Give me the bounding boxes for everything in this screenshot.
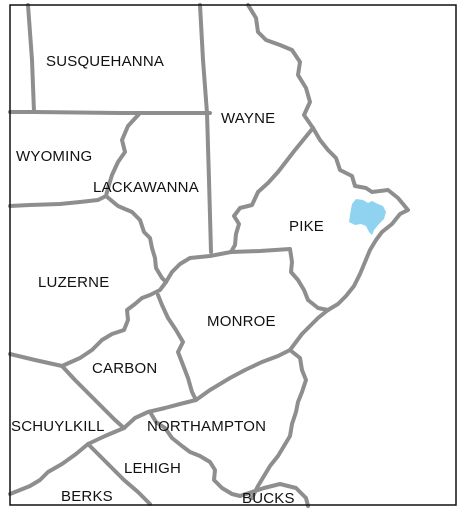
label-carbon: CARBON xyxy=(92,360,157,377)
boundary-carbon-schuylkill xyxy=(60,364,126,430)
label-lackawanna: LACKAWANNA xyxy=(93,179,199,196)
map-frame xyxy=(9,4,457,506)
label-monroe: MONROE xyxy=(207,313,276,330)
label-schuylkill: SCHUYLKILL xyxy=(11,418,105,435)
label-lehigh: LEHIGH xyxy=(124,460,181,477)
boundary-monroe-north xyxy=(164,247,330,312)
boundary-pike-east xyxy=(311,126,410,312)
county-labels: SUSQUEHANNA WAYNE WYOMING LACKAWANNA PIK… xyxy=(11,53,324,507)
boundary-wayne-west xyxy=(198,3,213,254)
boundary-northampton-east xyxy=(250,348,308,500)
boundary-lehigh-berks xyxy=(86,442,152,506)
boundary-carbon-monroe xyxy=(156,293,198,402)
boundary-schuylkill-lehigh xyxy=(8,426,126,496)
boundary-wayne-east xyxy=(246,3,315,130)
label-wyoming: WYOMING xyxy=(16,148,92,165)
label-susquehanna: SUSQUEHANNA xyxy=(46,53,164,70)
boundary-lackawanna-luzerne xyxy=(104,194,168,284)
label-pike: PIKE xyxy=(289,218,324,235)
boundary-wayne-pike xyxy=(229,126,315,254)
label-luzerne: LUZERNE xyxy=(38,274,109,291)
boundary-bucks-north xyxy=(238,482,310,508)
boundary-lehigh-northampton xyxy=(148,410,242,498)
boundary-monroe-west xyxy=(60,280,168,368)
label-berks: BERKS xyxy=(61,488,113,505)
boundary-wyoming-lackawanna xyxy=(8,111,142,208)
label-bucks: BUCKS xyxy=(242,490,295,507)
label-wayne: WAYNE xyxy=(221,110,275,127)
boundary-luzerne-schuylkill xyxy=(8,352,64,368)
label-northampton: NORTHAMPTON xyxy=(147,418,266,435)
county-boundaries xyxy=(8,3,410,508)
highlighted-water-body[interactable] xyxy=(349,199,386,235)
boundary-susquehanna-west xyxy=(26,3,36,114)
boundary-susquehanna-south xyxy=(8,110,212,115)
boundary-monroe-northampton xyxy=(122,308,330,430)
